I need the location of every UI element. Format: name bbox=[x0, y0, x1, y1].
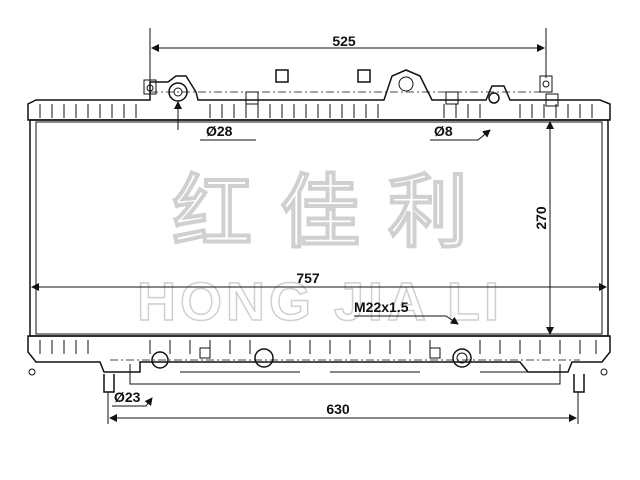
watermark-chinese: 红 佳 利 bbox=[172, 166, 468, 259]
bottom-pin-right bbox=[573, 374, 585, 393]
top-mount-right bbox=[539, 75, 553, 93]
bottom-clip-2 bbox=[429, 347, 441, 359]
watermark-latin: HONG JIA LI bbox=[137, 272, 503, 332]
drain-plug-inner bbox=[456, 352, 468, 364]
top-mount-2 bbox=[357, 69, 371, 83]
leader-outlet bbox=[112, 397, 153, 407]
corner-hole-tr bbox=[542, 80, 550, 88]
leader-vent bbox=[430, 129, 491, 141]
core-inner-frame bbox=[35, 121, 603, 335]
dim-top-span: 525 bbox=[332, 33, 356, 49]
outlet-pipe bbox=[151, 351, 169, 369]
vent-nipple bbox=[488, 92, 500, 104]
bottom-clip-1 bbox=[199, 347, 211, 359]
dim-core-width: 757 bbox=[296, 270, 320, 286]
bottom-pin-left bbox=[103, 374, 115, 393]
corner-hole-tl bbox=[146, 84, 154, 92]
lower-pipe-2 bbox=[254, 348, 274, 368]
top-clip-1 bbox=[245, 91, 259, 105]
dim-vent-diameter: Ø8 bbox=[434, 123, 453, 139]
dim-thread: M22x1.5 bbox=[354, 299, 409, 315]
bottom-tank bbox=[27, 335, 611, 373]
bottom-tank-fins bbox=[39, 340, 597, 354]
corner-hole-br bbox=[600, 368, 608, 376]
top-tank bbox=[27, 69, 611, 121]
top-mount-1 bbox=[275, 69, 289, 83]
top-boss-right bbox=[398, 76, 414, 92]
leader-thread bbox=[354, 315, 459, 325]
leader-inlet bbox=[178, 102, 256, 141]
drain-plug bbox=[452, 348, 472, 368]
dim-outlet-diameter: Ø23 bbox=[114, 389, 141, 405]
top-tank-fins bbox=[39, 104, 593, 118]
top-clip-2 bbox=[445, 91, 459, 105]
bottom-bracket-strip bbox=[129, 364, 561, 385]
dim-bottom-span: 630 bbox=[326, 401, 350, 417]
corner-hole-bl bbox=[28, 368, 36, 376]
dim-height: 270 bbox=[533, 206, 549, 230]
dim-inlet-diameter: Ø28 bbox=[206, 123, 233, 139]
top-clip-3 bbox=[545, 93, 559, 107]
